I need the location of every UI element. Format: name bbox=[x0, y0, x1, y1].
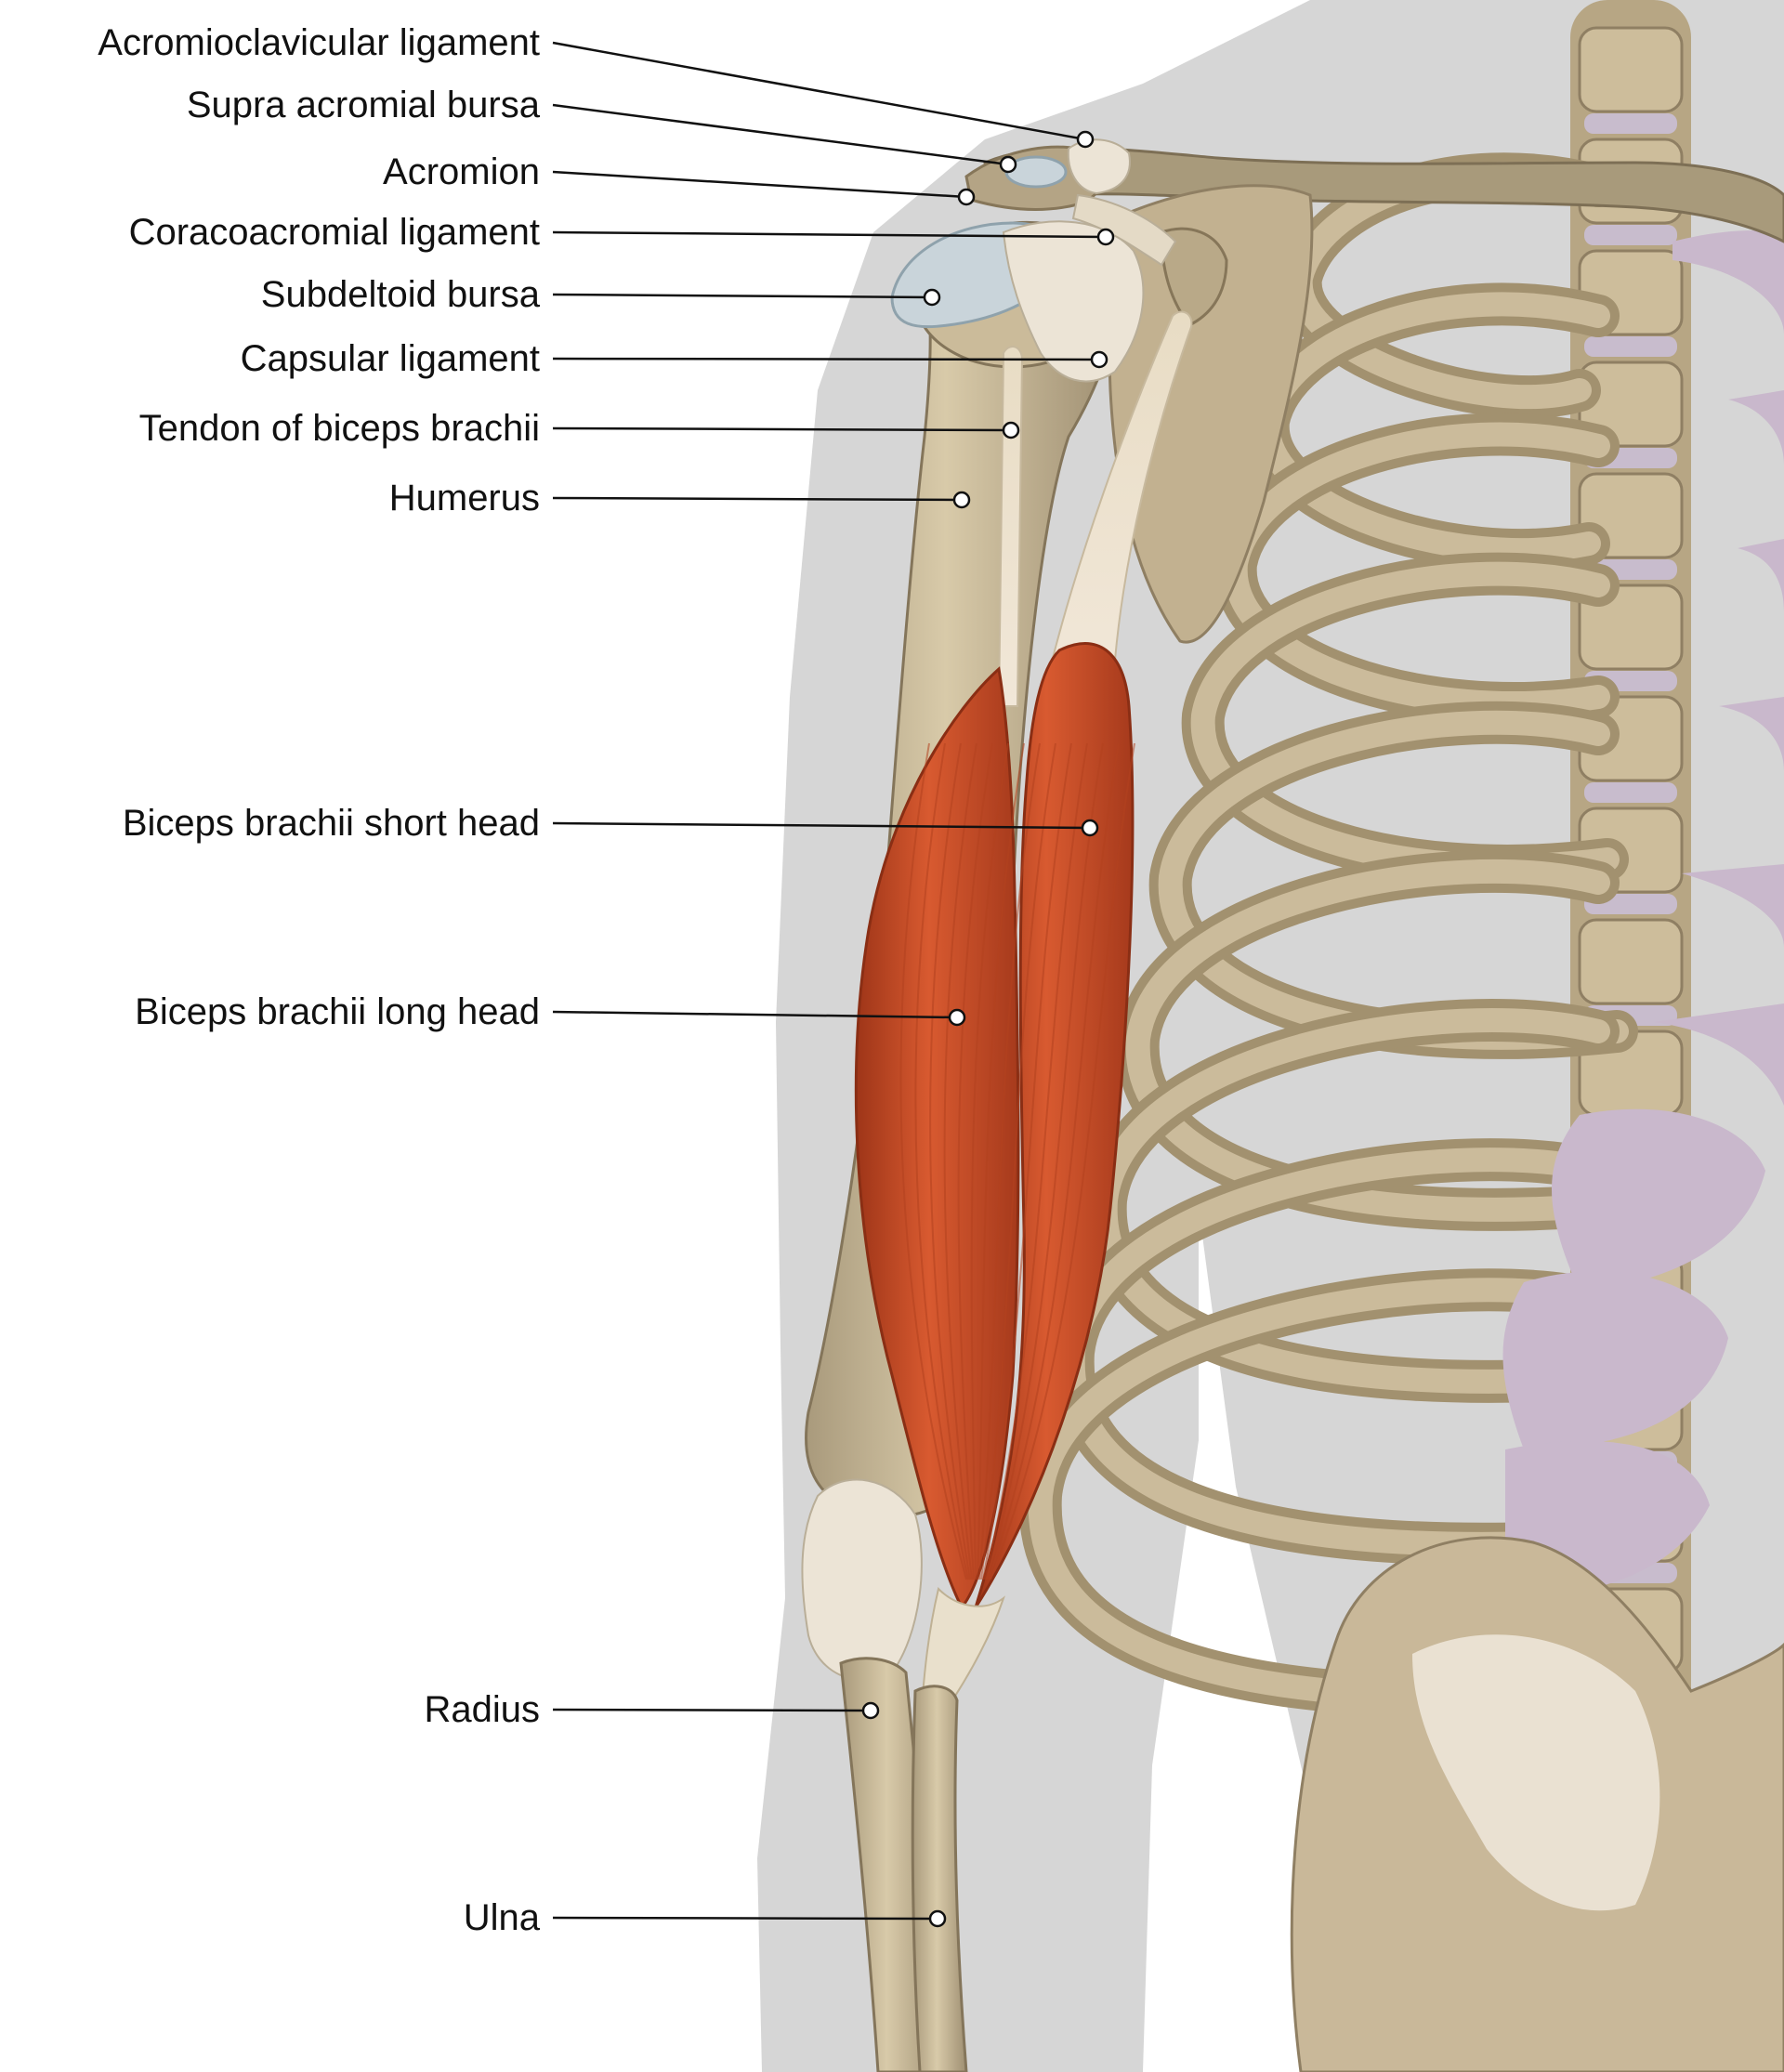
leader-line-ulna bbox=[552, 1916, 938, 1921]
acromioclavicular-ligament-shape bbox=[1067, 138, 1131, 195]
label-tendon-of-biceps-brachii: Tendon of biceps brachii bbox=[138, 408, 540, 449]
leader-line-biceps-brachii-long-head bbox=[552, 1010, 958, 1019]
leader-line-radius bbox=[552, 1708, 872, 1712]
marker-acromion bbox=[957, 188, 976, 206]
coracoid-process bbox=[1160, 227, 1228, 327]
marker-biceps-brachii-short-head bbox=[1081, 819, 1099, 837]
pelvic-ligaments bbox=[1412, 1634, 1660, 1911]
label-capsular-ligament: Capsular ligament bbox=[240, 338, 540, 379]
label-radius: Radius bbox=[424, 1689, 540, 1730]
label-biceps-brachii-short-head: Biceps brachii short head bbox=[122, 803, 540, 844]
marker-ulna bbox=[928, 1909, 947, 1928]
label-supra-acromial-bursa: Supra acromial bursa bbox=[186, 85, 540, 125]
scapula bbox=[1107, 184, 1314, 644]
marker-coracoacromial-ligament bbox=[1096, 228, 1115, 246]
leader-line-acromion bbox=[552, 170, 967, 199]
label-coracoacromial-ligament: Coracoacromial ligament bbox=[128, 212, 540, 253]
label-humerus: Humerus bbox=[388, 478, 540, 518]
label-biceps-brachii-long-head: Biceps brachii long head bbox=[135, 991, 540, 1032]
marker-capsular-ligament bbox=[1090, 350, 1108, 369]
leader-line-biceps-brachii-short-head bbox=[552, 821, 1091, 830]
marker-tendon-of-biceps-brachii bbox=[1002, 421, 1020, 439]
leader-line-supra-acromial-bursa bbox=[552, 103, 1009, 166]
leader-line-coracoacromial-ligament bbox=[552, 230, 1107, 239]
leader-line-tendon-of-biceps-brachii bbox=[552, 426, 1012, 432]
biceps-short-head-tendon bbox=[1048, 310, 1193, 671]
label-acromioclavicular-ligament: Acromioclavicular ligament bbox=[98, 22, 540, 63]
marker-supra-acromial-bursa bbox=[999, 155, 1017, 174]
marker-humerus bbox=[952, 491, 971, 509]
ulna-bone bbox=[911, 1685, 968, 2072]
marker-radius bbox=[861, 1701, 880, 1720]
leader-line-acromioclavicular-ligament bbox=[552, 41, 1086, 141]
marker-biceps-brachii-long-head bbox=[948, 1008, 966, 1027]
biceps-long-head-tendon bbox=[997, 346, 1024, 707]
leader-line-humerus bbox=[552, 496, 963, 502]
label-subdeltoid-bursa: Subdeltoid bursa bbox=[260, 274, 540, 315]
leader-lines bbox=[552, 41, 1115, 1928]
leader-line-capsular-ligament bbox=[552, 357, 1100, 361]
elbow-capsule bbox=[801, 1478, 923, 1681]
muscle-fibers bbox=[899, 742, 1135, 1580]
marker-subdeltoid-bursa bbox=[923, 288, 941, 307]
marker-acromioclavicular-ligament bbox=[1076, 130, 1095, 149]
leader-line-subdeltoid-bursa bbox=[552, 293, 933, 299]
label-acromion: Acromion bbox=[383, 151, 540, 192]
coracoacromial-ligament-shape bbox=[1071, 193, 1177, 267]
label-ulna: Ulna bbox=[463, 1897, 540, 1938]
costal-cartilage bbox=[1502, 230, 1784, 1598]
